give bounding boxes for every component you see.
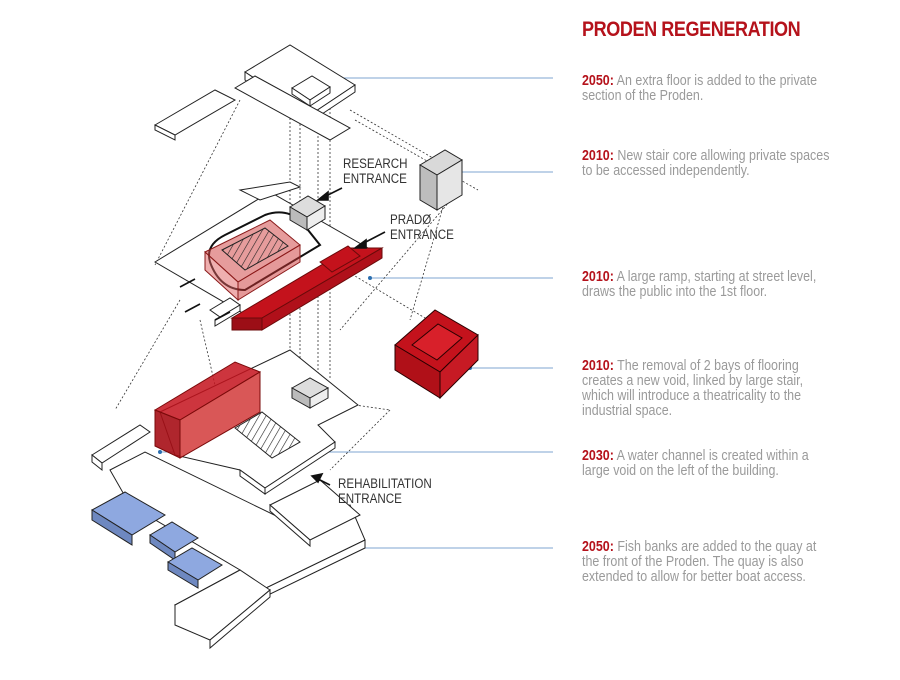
annotation-year: 2010: <box>582 269 614 285</box>
stair-core-box <box>419 149 463 211</box>
annotation-year: 2050: <box>582 539 614 555</box>
annotation-text: The removal of 2 bays of flooring create… <box>582 358 804 419</box>
annotation-text: New stair core allowing private spaces t… <box>582 148 830 179</box>
annotation-year: 2050: <box>582 73 614 89</box>
public-ramp <box>230 245 384 331</box>
annotation-text: A large ramp, starting at street level, … <box>582 269 817 300</box>
annotation-2030-water: 2030: A water channel is created within … <box>582 449 892 479</box>
label-research-entrance: RESEARCH ENTRANCE <box>343 156 408 186</box>
top-floor-extension <box>153 44 356 141</box>
annotation-text: An extra floor is added to the private s… <box>582 73 818 104</box>
annotation-text: Fish banks are added to the quay at the … <box>582 539 817 585</box>
annotation-year: 2010: <box>582 358 614 374</box>
annotation-2050-floor: 2050: An extra floor is added to the pri… <box>582 74 892 104</box>
annotation-2010-void: 2010: The removal of 2 bays of flooring … <box>582 359 892 419</box>
annotation-year: 2010: <box>582 148 614 164</box>
annotation-text: A water channel is created within a larg… <box>582 448 809 479</box>
first-floor <box>154 181 376 327</box>
label-rehabilitation-entrance: REHABILITATION ENTRANCE <box>338 476 432 506</box>
annotation-2010-ramp: 2010: A large ramp, starting at street l… <box>582 270 892 300</box>
label-prado-entrance: PRADØ ENTRANCE <box>390 212 454 242</box>
void-volume <box>394 309 479 400</box>
annotation-2010-stair-core: 2010: New stair core allowing private sp… <box>582 149 892 179</box>
quay <box>91 424 366 650</box>
leader-dot <box>368 276 372 280</box>
entrance-arrows <box>179 187 386 486</box>
page-title: PRODEN REGENERATION <box>582 18 801 41</box>
annotation-2050-fish: 2050: Fish banks are added to the quay a… <box>582 540 892 585</box>
ground-floor <box>153 349 359 495</box>
annotation-year: 2030: <box>582 448 614 464</box>
leader-dot <box>158 450 162 454</box>
